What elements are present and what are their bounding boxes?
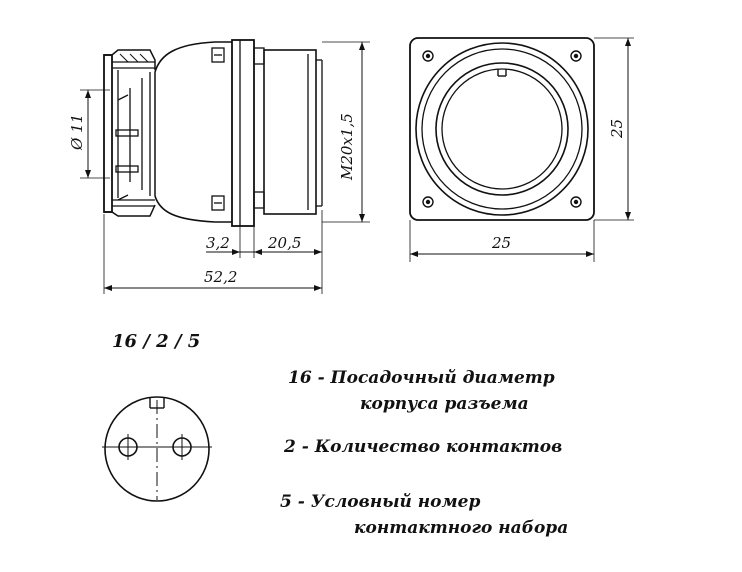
front-view [409, 37, 634, 262]
legend-item-1-line2: корпуса разъема [360, 394, 529, 414]
coupling-nut [103, 54, 113, 213]
front-flange [409, 37, 595, 221]
legend-item-3-line2: контактного набора [354, 518, 569, 538]
dim-diameter: Ø 11 [68, 114, 86, 151]
legend-item-2-line1: 2 - Количество контактов [284, 437, 563, 457]
mounting-flange [231, 39, 255, 227]
dim-thread: M20x1,5 [338, 113, 356, 181]
pin-upper [115, 129, 139, 137]
mount-hole-tr [570, 50, 582, 62]
mount-hole-br [570, 196, 582, 208]
side-view [80, 39, 370, 294]
screw-bottom [211, 195, 225, 211]
dim-width: 25 [491, 234, 511, 252]
rear-body [263, 49, 317, 215]
dim-flange: 3,2 [206, 234, 230, 252]
dim-height: 25 [608, 119, 626, 139]
legend-item-3-line1: 5 - Условный номер [280, 492, 481, 512]
mount-hole-bl [422, 196, 434, 208]
coupling-nut-bottom [104, 204, 156, 217]
contact-layout [102, 396, 212, 502]
housing-curve [154, 41, 232, 73]
legend-item-1-line1: 16 - Посадочный диаметр [288, 368, 555, 388]
dim-total-length: 52,2 [204, 268, 237, 286]
dim-body: 20,5 [267, 234, 301, 252]
layout-outer-circle [104, 396, 210, 502]
outer-ring [415, 42, 589, 216]
mount-hole-tl [422, 50, 434, 62]
pin-lower [115, 165, 139, 173]
screw-top [211, 47, 225, 63]
code-designation: 16 / 2 / 5 [112, 331, 201, 352]
inner-ring [435, 62, 569, 196]
